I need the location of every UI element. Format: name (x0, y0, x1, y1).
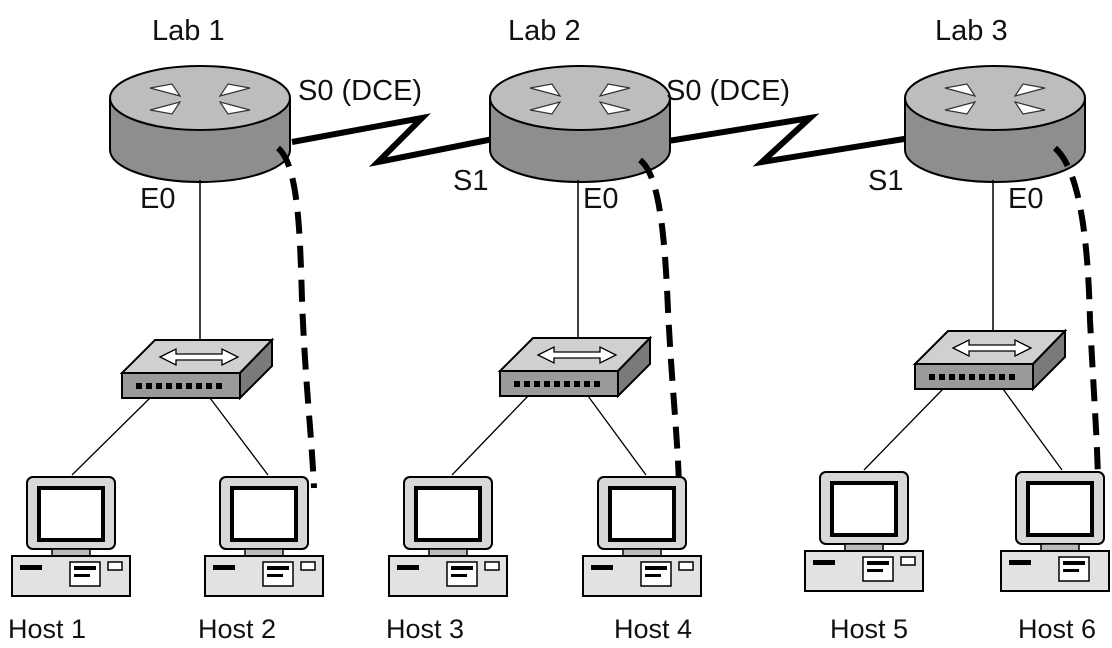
link-switch1-host1 (71, 397, 151, 476)
switch-lab-2 (497, 335, 653, 399)
link-switch1-host2 (209, 397, 269, 476)
serial-link-lab1-lab2 (291, 113, 499, 167)
host-5-computer-icon (804, 471, 924, 592)
router-lab-2 (489, 65, 671, 183)
host-5-label: Host 5 (830, 614, 908, 644)
console-cable-router2-host4 (637, 157, 682, 489)
switch-arrows-icon (158, 347, 240, 367)
switch-lab-1 (119, 337, 275, 401)
router-lab-1 (109, 65, 291, 183)
router-arrows-icon (944, 83, 1046, 115)
switch-arrows-icon (951, 338, 1033, 358)
host-4-computer-icon (582, 476, 702, 597)
lab-1-label: Lab 1 (152, 15, 225, 47)
port-label-lab3-e0: E0 (1008, 183, 1043, 215)
host-2-computer-icon (204, 476, 324, 597)
serial-link-lab2-lab3 (661, 113, 911, 167)
router-lab-3 (904, 65, 1086, 183)
switch-arrows-icon (536, 345, 618, 365)
host-1-computer-icon (11, 476, 131, 597)
port-label-lab3-s1: S1 (868, 165, 903, 197)
host-3-label: Host 3 (386, 614, 464, 644)
port-label-lab2-s0: S0 (DCE) (666, 75, 790, 107)
host-6-computer-icon (1000, 471, 1110, 592)
host-1-label: Host 1 (8, 614, 86, 644)
port-label-lab2-s1: S1 (453, 165, 488, 197)
host-6-label: Host 6 (1018, 614, 1096, 644)
switch-lab-3 (912, 328, 1068, 392)
port-label-lab2-e0: E0 (583, 183, 618, 215)
port-label-lab1-e0: E0 (140, 183, 175, 215)
link-switch3-host6 (1002, 388, 1063, 471)
console-cable-router1-host2 (275, 145, 317, 489)
lab-2-label: Lab 2 (508, 15, 581, 47)
link-switch2-host4 (587, 395, 647, 476)
link-switch2-host3 (451, 395, 529, 476)
lab-3-label: Lab 3 (935, 15, 1008, 47)
port-label-lab1-s0: S0 (DCE) (298, 75, 422, 107)
host-4-label: Host 4 (614, 614, 692, 644)
host-2-label: Host 2 (198, 614, 276, 644)
console-cable-router3-host6 (1052, 145, 1101, 489)
link-switch3-host5 (863, 388, 944, 471)
router-arrows-icon (149, 83, 251, 115)
router-arrows-icon (529, 83, 631, 115)
host-3-computer-icon (388, 476, 508, 597)
